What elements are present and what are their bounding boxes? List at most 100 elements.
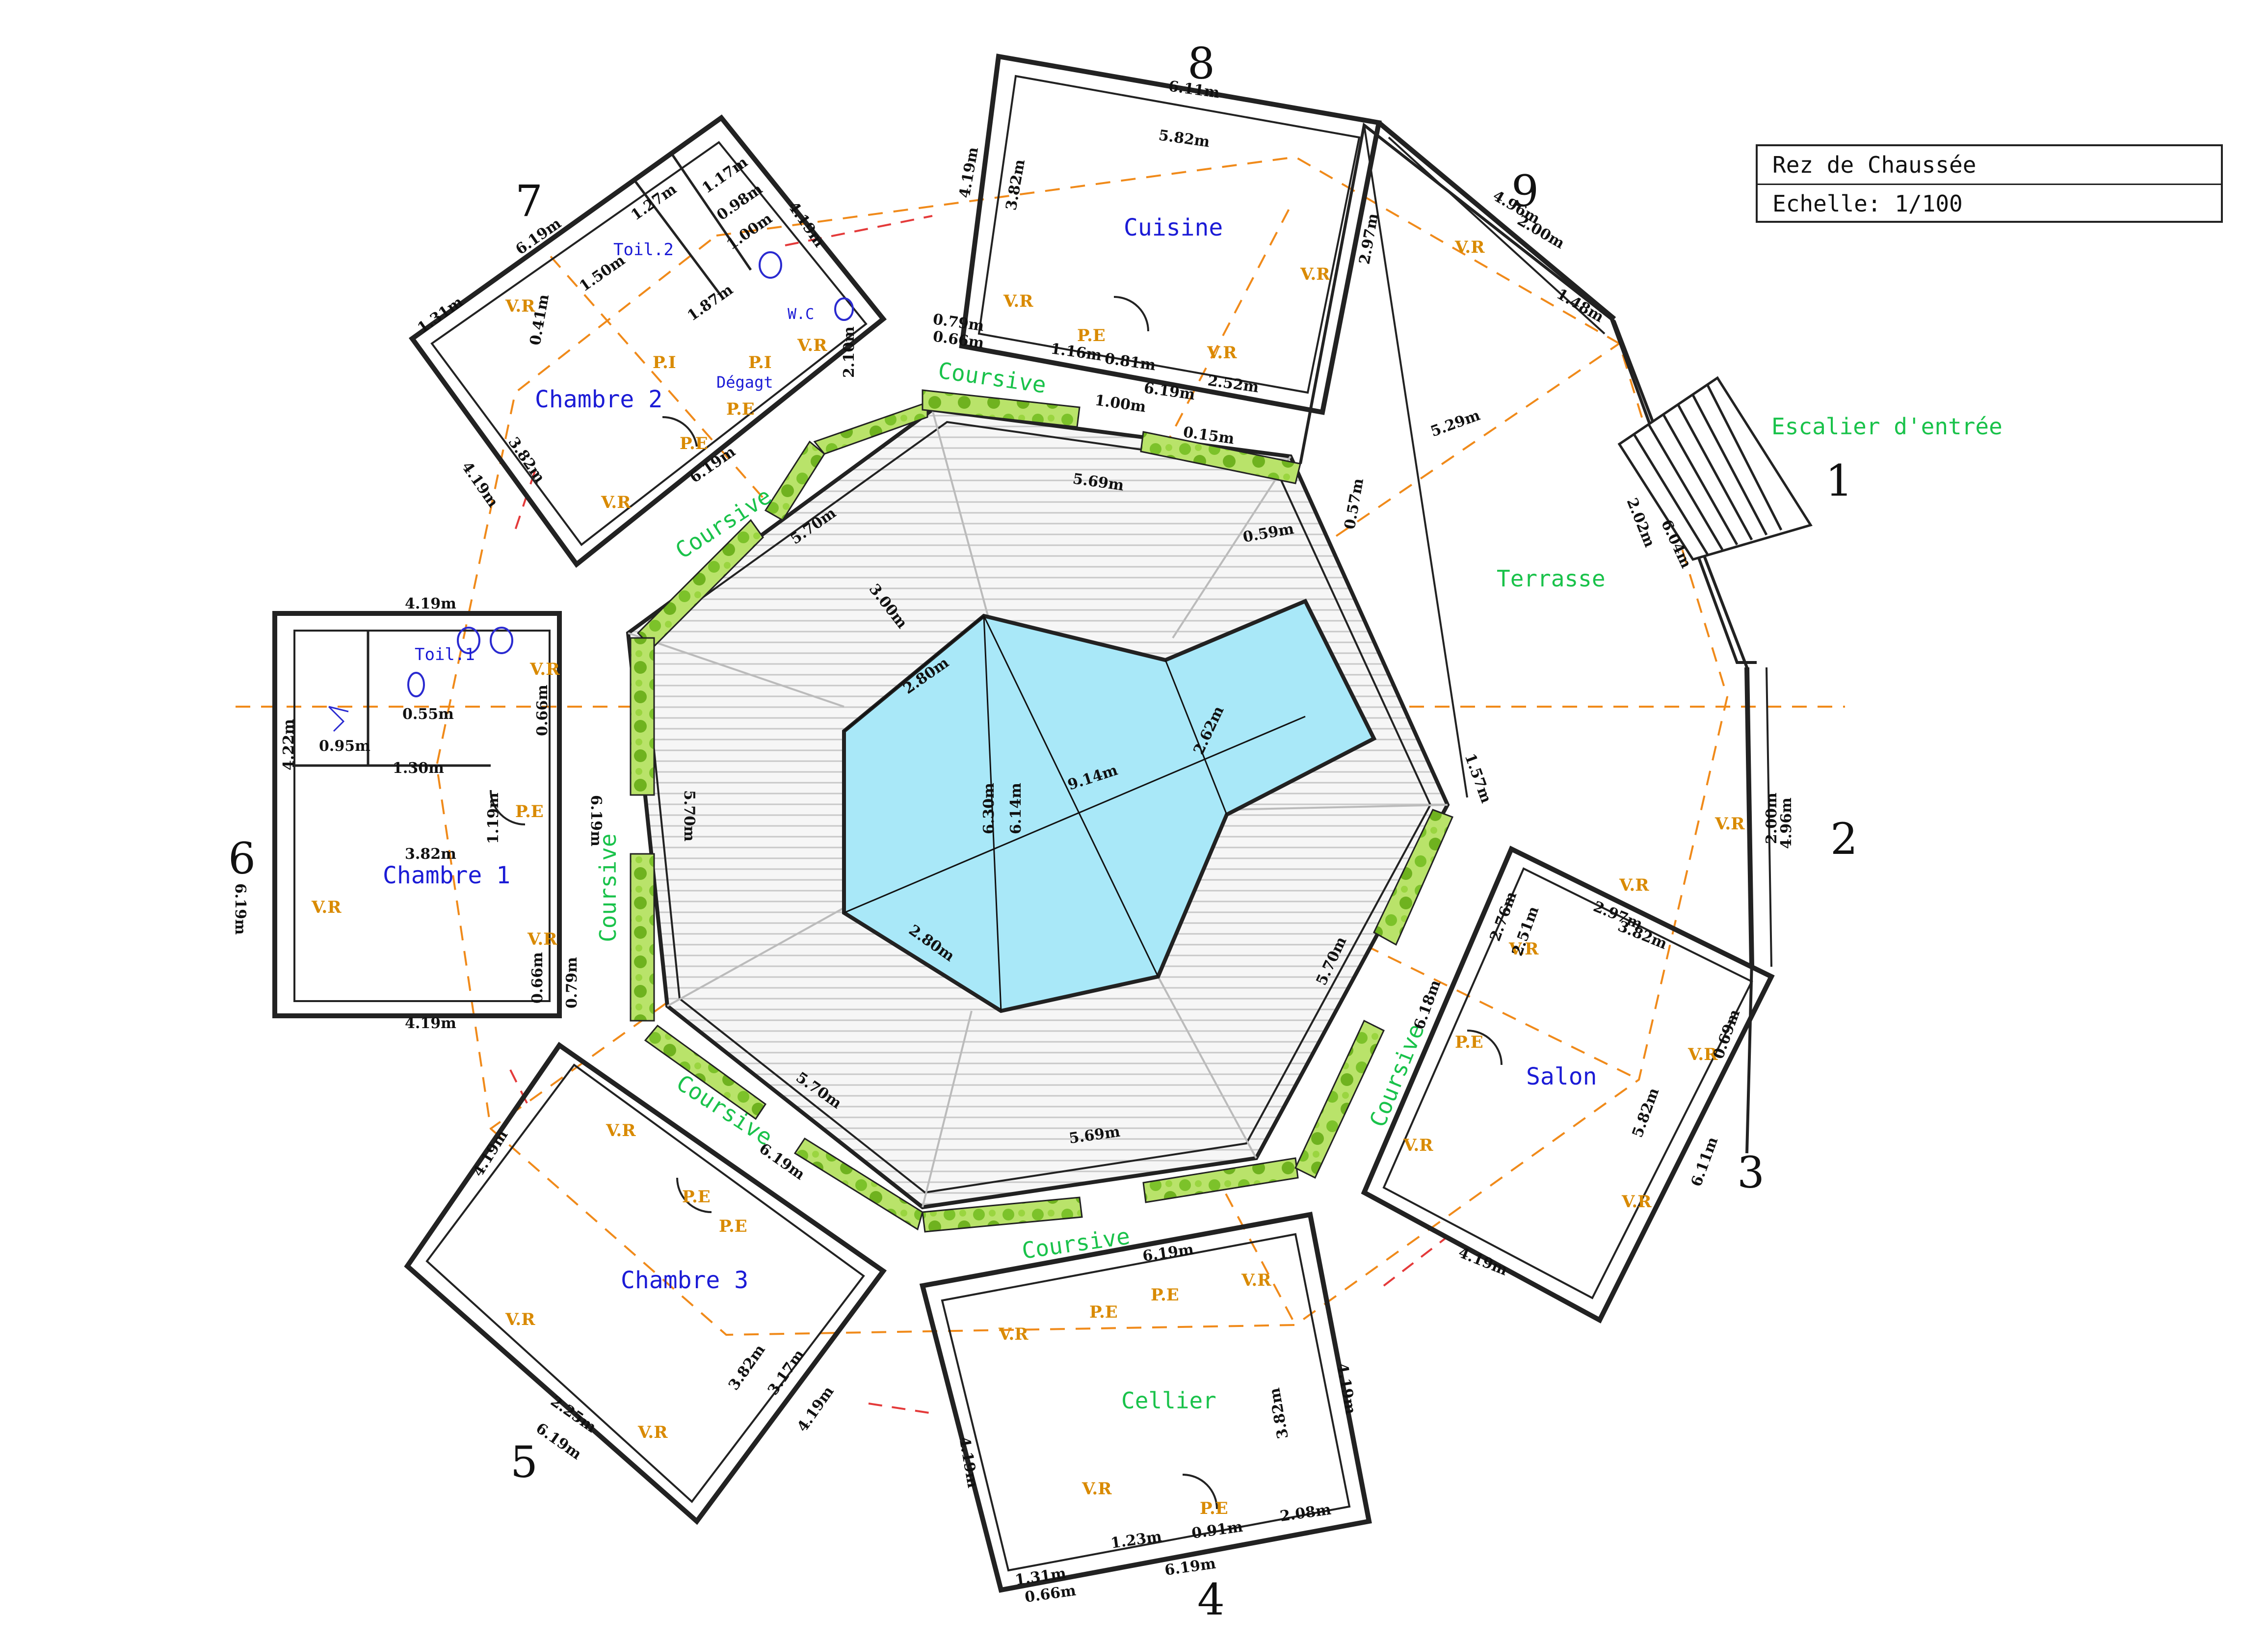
vr-symbol: V.R (529, 660, 560, 679)
room-labels: Cuisine Chambre 2 Chambre 1 Chambre 3 Sa… (383, 214, 1597, 1414)
label-escalier: Escalier d'entrée (1771, 413, 2003, 440)
module-9 (1377, 121, 1616, 335)
label-terrasse: Terrasse (1497, 565, 1606, 592)
dim-0-79: 0.79m (563, 957, 580, 1008)
sanitary-fixtures (328, 251, 854, 732)
pe-symbol: P.E (515, 802, 544, 821)
module-numbers: 1 2 3 4 5 6 7 8 9 (228, 38, 1858, 1625)
label-toil1: Toil.1 (415, 645, 475, 664)
dim-4-19-ch3-r: 4.19m (794, 1383, 838, 1435)
module-number: 4 (1197, 1574, 1225, 1625)
vr-symbol: V.R (505, 296, 535, 316)
label-wc: W.C (788, 306, 814, 323)
vr-symbol: V.R (606, 1121, 636, 1140)
pe-symbol: P.E (1200, 1499, 1228, 1518)
dim-1-87: 1.87m (685, 281, 737, 325)
vr-symbol: V.R (601, 493, 631, 512)
vr-symbol: V.R (1621, 1192, 1652, 1212)
vr-symbol: V.R (1003, 291, 1033, 311)
module-chambre2 (408, 114, 887, 568)
dim-4-19-ch3: 4.19m (470, 1127, 511, 1180)
vr-symbol: V.R (527, 929, 557, 949)
pi-symbol: P.I (748, 353, 772, 372)
title-scale: Echelle: 1/100 (1758, 184, 2221, 222)
dim-1-50: 1.50m (577, 252, 629, 295)
vr-symbol: V.R (1714, 814, 1745, 834)
vr-symbol: V.R (797, 336, 827, 355)
dim-mod2-4-96: 4.96m (1778, 797, 1795, 849)
dim-6-19-ch1: 6.19m (232, 883, 249, 935)
label-toil2: Toil.2 (613, 240, 674, 260)
planters (630, 389, 1454, 1233)
dim-5-82-salon: 5.82m (1629, 1086, 1663, 1140)
module-number: 8 (1187, 38, 1215, 89)
module-number: 2 (1830, 814, 1858, 864)
pool (842, 598, 1377, 1013)
dim-2-02: 2.02m (1623, 496, 1659, 550)
dim-4-22: 4.22m (280, 719, 297, 770)
dim-6-19: 6.19m (1143, 379, 1196, 403)
label-chambre2: Chambre 2 (535, 386, 662, 413)
dim-0-91: 0.91m (1190, 1518, 1244, 1542)
label-cellier: Cellier (1121, 1387, 1216, 1414)
dim-6-18: 6.18m (1411, 978, 1445, 1032)
dim-1-31-ch2: 1.31m (415, 293, 467, 337)
red-radius-lines (509, 215, 1449, 1414)
module-number: 5 (510, 1437, 538, 1487)
vr-symbol: V.R (998, 1324, 1029, 1344)
opening-symbols: V.R V.R V.R V.R P.E V.R V.R V.R P.I P.I … (311, 238, 1745, 1518)
module-chambre1 (272, 611, 562, 1018)
pe-symbol: P.E (680, 434, 708, 453)
vr-symbol: V.R (1454, 238, 1485, 257)
dim-1-30: 1.30m (393, 760, 444, 777)
dim-2-08: 2.08m (1279, 1501, 1332, 1525)
pe-symbol: P.E (682, 1187, 711, 1207)
module-cuisine (959, 53, 1382, 415)
dim-0-57: 0.57m (1341, 477, 1367, 531)
module-number: 9 (1511, 166, 1539, 216)
dim-3-82-ch3: 3.82m (725, 1341, 769, 1393)
vr-symbol: V.R (1688, 1045, 1718, 1064)
dim-1-57: 1.57m (1461, 751, 1495, 806)
module-number: 3 (1737, 1147, 1765, 1198)
label-degagt: Dégagt (716, 373, 773, 392)
vr-symbol: V.R (1508, 939, 1539, 959)
dim-0-55-ch1: 0.55m (402, 706, 454, 723)
module-chambre3 (404, 1042, 887, 1525)
pe-symbol: P.E (1089, 1302, 1118, 1322)
title-level: Rez de Chaussée (1772, 152, 1977, 178)
pi-symbol: P.I (653, 353, 676, 372)
pe-symbol: P.E (726, 399, 755, 419)
pe-symbol: P.E (1151, 1285, 1179, 1305)
dim-0-69: 0.69m (1710, 1007, 1744, 1061)
dim-deck-d: 5.70m (681, 790, 698, 842)
dim-1-00: 1.00m (1094, 392, 1147, 416)
label-salon: Salon (1526, 1063, 1597, 1090)
vr-symbol: V.R (1081, 1479, 1112, 1499)
module-salon (1361, 846, 1775, 1324)
dim-1-19: 1.19m (485, 793, 502, 844)
module-number: 6 (228, 833, 256, 884)
dim-5-82: 5.82m (1158, 127, 1211, 151)
entrance-stair (1617, 376, 1813, 561)
title-block: Rez de Chaussée Echelle: 1/100 (1756, 144, 2223, 223)
dim-4-19-ch1: 4.19m (405, 595, 456, 612)
dim-4-19-cellier: 4.19m (1333, 1362, 1359, 1416)
dim-4-19: 4.19m (956, 146, 982, 200)
label-chambre1: Chambre 1 (383, 862, 510, 889)
dim-0-81: 0.81m (1104, 350, 1157, 374)
module-number: 7 (515, 176, 543, 226)
dim-mod2-2-00: 2.00m (1763, 793, 1780, 844)
pe-symbol: P.E (1455, 1033, 1483, 1052)
dim-2-10: 2.10m (841, 326, 858, 378)
dim-4-19-ch1-b: 4.19m (405, 1015, 456, 1032)
dim-6-11-salon: 6.11m (1688, 1135, 1722, 1189)
vr-symbol: V.R (1241, 1271, 1271, 1290)
pe-symbol: P.E (1077, 326, 1106, 345)
module-number: 1 (1825, 455, 1853, 506)
dim-3-82-cellier: 3.82m (1266, 1386, 1292, 1440)
dim-3-82-ch1: 3.82m (405, 846, 456, 863)
pe-symbol: P.E (719, 1217, 747, 1236)
dim-3-82: 3.82m (1002, 158, 1029, 212)
